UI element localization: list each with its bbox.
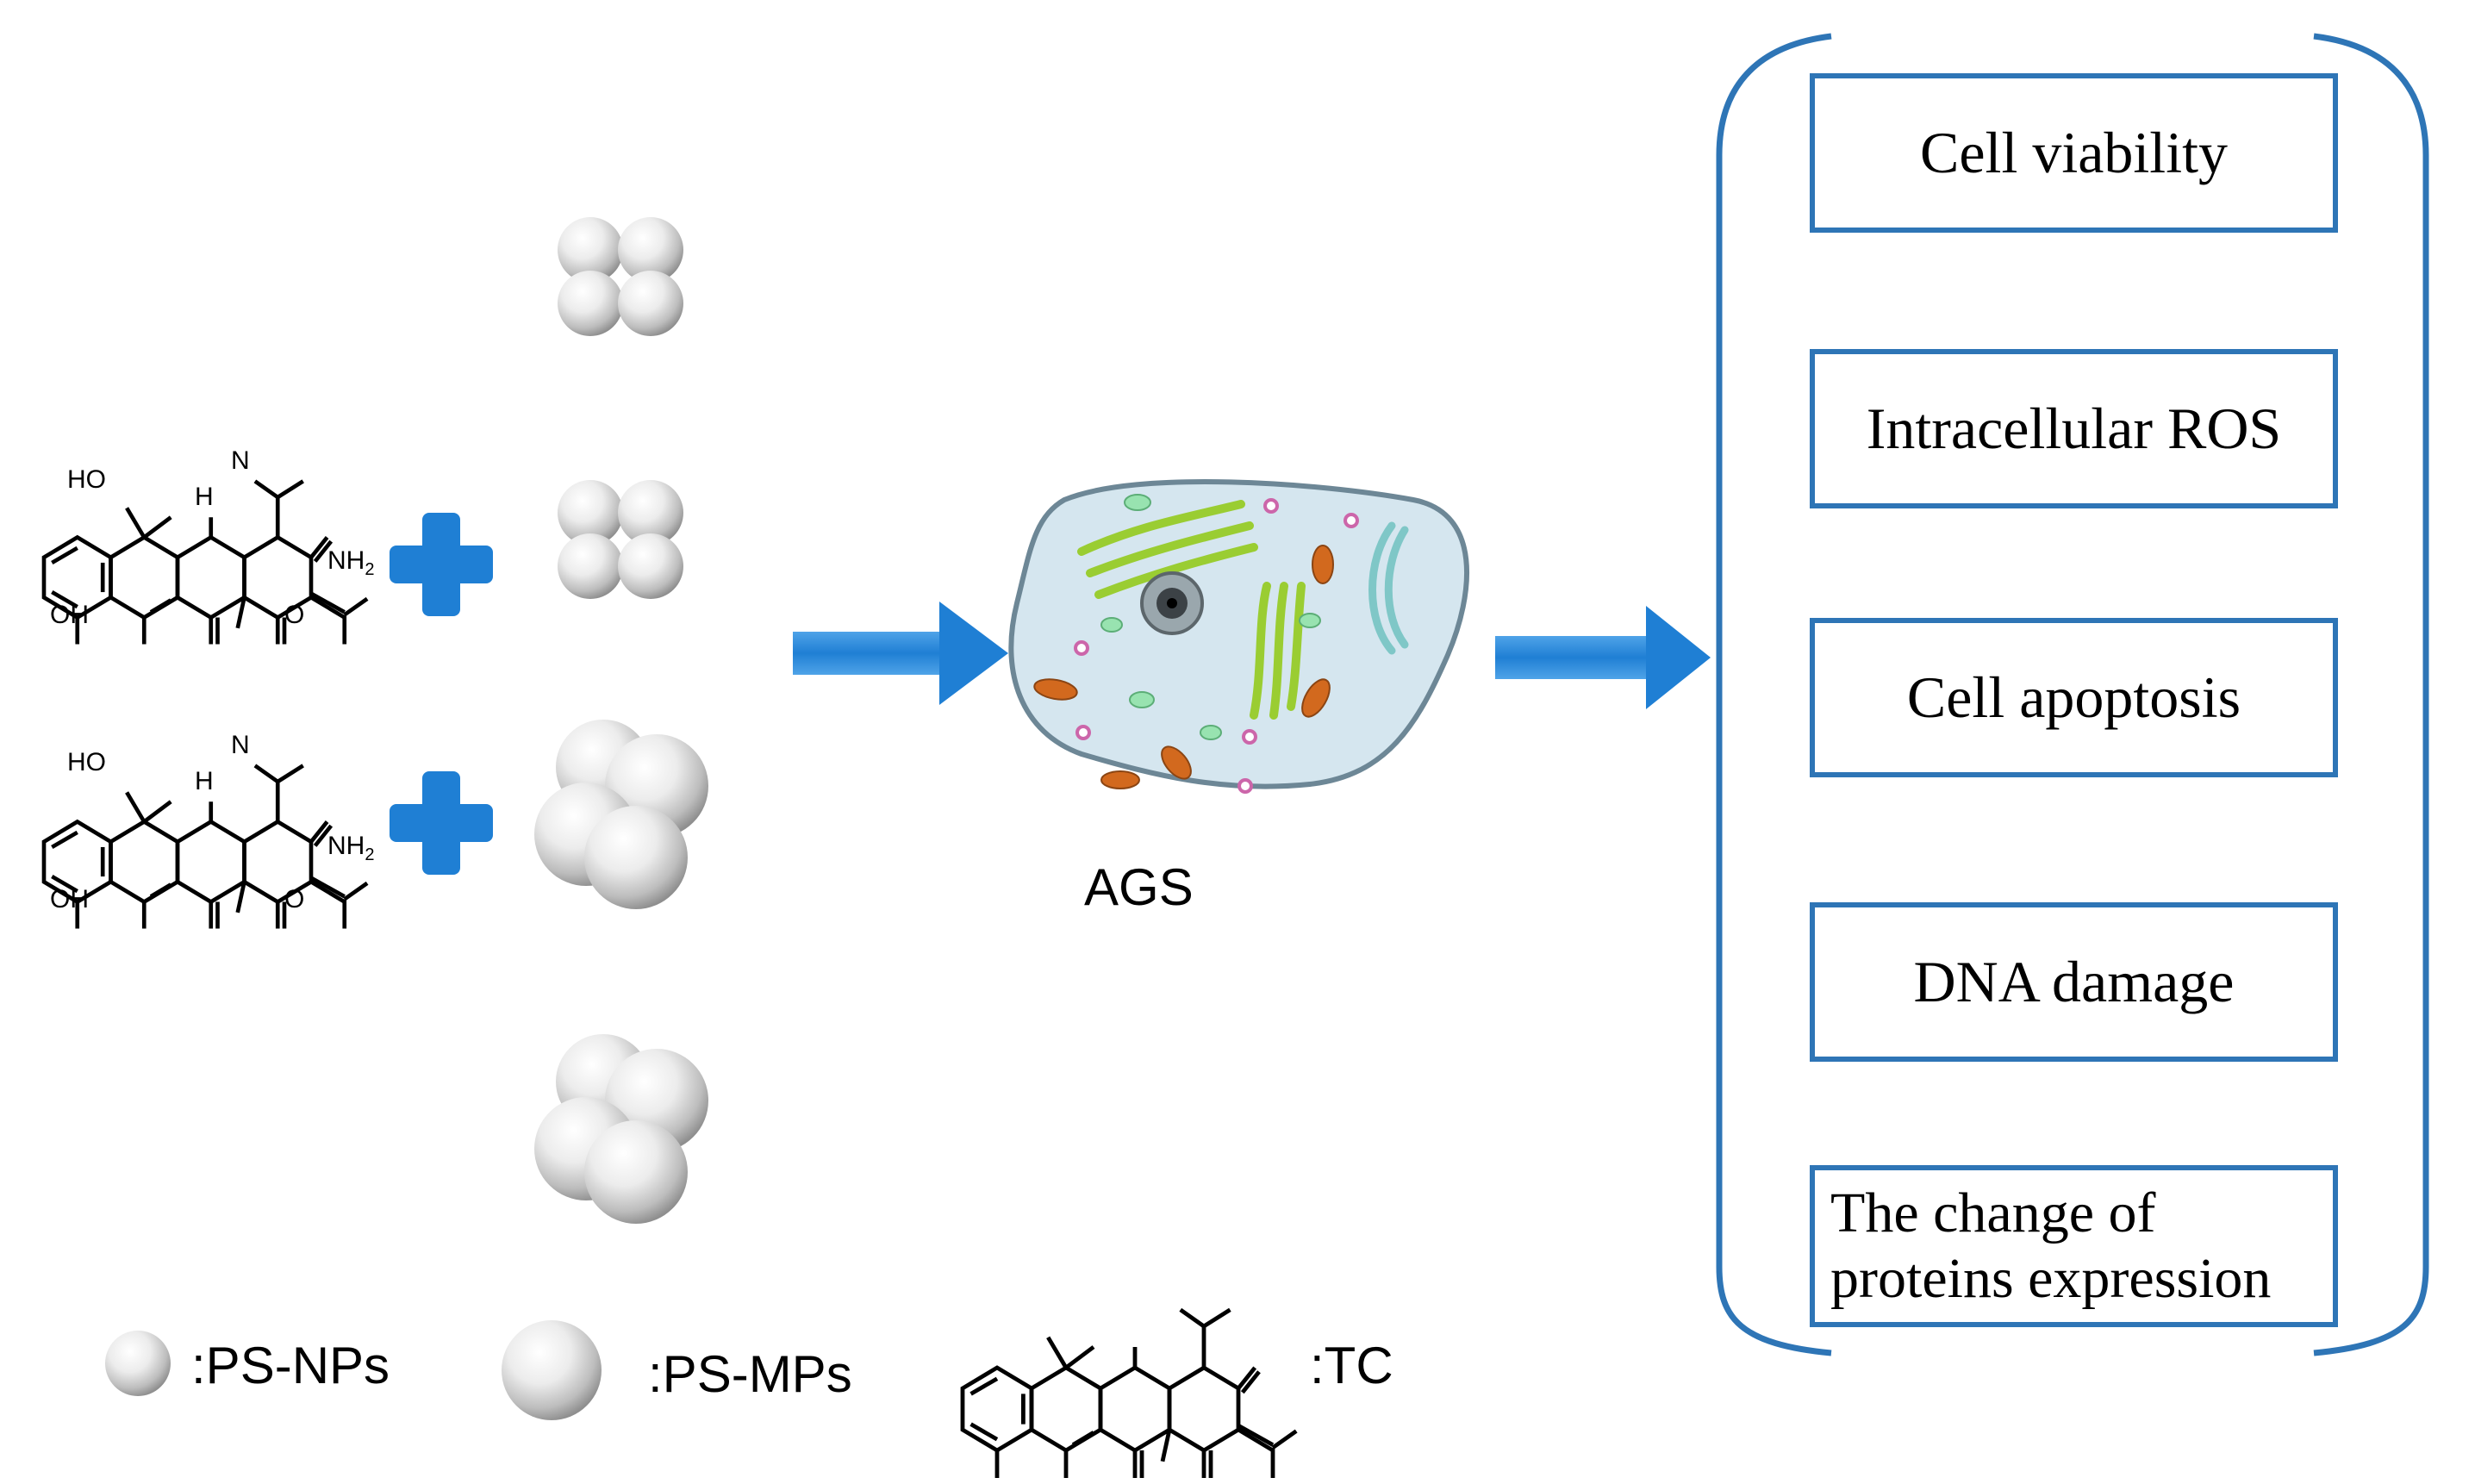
ags-cell-illustration — [1008, 479, 1470, 794]
atom-label-nh2: NH2 — [327, 832, 375, 864]
atom-label-nh2: NH2 — [327, 546, 375, 579]
atom-label-h: H — [195, 767, 214, 795]
ps-mps-cluster — [534, 720, 708, 909]
atom-label-h: H — [195, 483, 214, 511]
atom-label-n: N — [231, 731, 250, 759]
atom-label-o: O — [284, 601, 305, 629]
legend-ps-mps-label: :PS-MPs — [648, 1345, 852, 1403]
arrow-right-icon — [793, 602, 1008, 705]
outcome-cell-viability: Cell viability — [1810, 73, 2338, 233]
atom-label-o: O — [284, 885, 305, 913]
legend-ps-nps-icon — [105, 1331, 171, 1396]
legend-ps-mps-icon — [502, 1320, 602, 1420]
legend-tc-molecule — [963, 1310, 1296, 1478]
atom-label-oh: OH — [50, 885, 89, 913]
ps-nps-cluster — [558, 217, 683, 336]
plus-icon — [390, 513, 493, 616]
atom-label-ho: HO — [67, 465, 106, 494]
atom-label-n: N — [231, 446, 250, 475]
outcome-dna-damage: DNA damage — [1810, 902, 2338, 1062]
atom-label-oh: OH — [50, 601, 89, 629]
ps-nps-cluster — [558, 480, 683, 599]
outcome-protein-expression: The change of proteins expression — [1810, 1165, 2338, 1327]
outcome-cell-apoptosis: Cell apoptosis — [1810, 618, 2338, 777]
cell-label: AGS — [1084, 858, 1194, 916]
outcome-intracellular-ros: Intracellular ROS — [1810, 349, 2338, 508]
ps-mps-cluster — [534, 1034, 708, 1224]
atom-label-ho: HO — [67, 748, 106, 776]
plus-icon — [390, 771, 493, 875]
legend-tc-label: :TC — [1310, 1337, 1393, 1394]
arrow-right-icon — [1495, 606, 1711, 709]
outcomes-bracket — [1716, 33, 2429, 1356]
legend-ps-nps-label: :PS-NPs — [191, 1337, 390, 1394]
